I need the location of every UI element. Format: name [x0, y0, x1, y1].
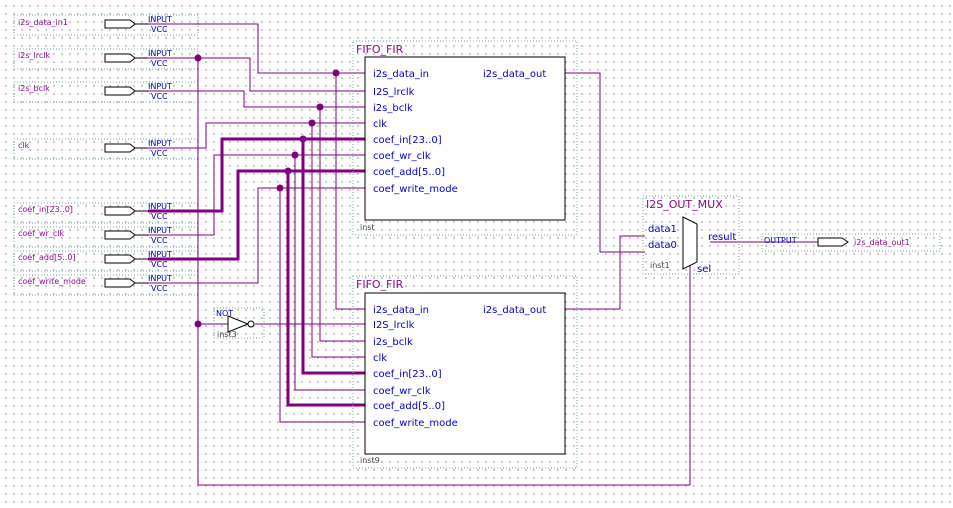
input-pin-name: coef_in[23..0] — [18, 205, 73, 214]
input-keyword: INPUT — [148, 202, 172, 211]
not-gate-inst3[interactable]: NOT inst3 — [213, 307, 265, 339]
input-pin-i2s-bclk[interactable]: i2s_bclk INPUT VCC — [13, 81, 199, 103]
port-sel: sel — [697, 264, 711, 275]
input-pin-coef-in[interactable]: coef_in[23..0] INPUT VCC — [13, 202, 199, 224]
instance-label: inst1 — [650, 261, 670, 270]
port-i2s-data-out: i2s_data_out — [483, 305, 546, 316]
input-pin-coef-write-mode[interactable]: coef_write_mode INPUT VCC — [13, 274, 199, 296]
vcc-keyword: VCC — [151, 236, 168, 245]
port-coef-in: coef_in[23..0] — [373, 369, 442, 380]
input-pin-name: clk — [18, 141, 30, 150]
input-keyword: INPUT — [148, 274, 172, 283]
port-i2s-data-in: i2s_data_in — [373, 305, 429, 316]
input-keyword: INPUT — [148, 250, 172, 259]
input-pin-clk[interactable]: clk INPUT VCC — [13, 138, 199, 160]
i2s-out-mux-inst1[interactable]: I2S_OUT_MUX data1 data0 result sel inst1 — [642, 195, 740, 275]
port-i2s-data-in: i2s_data_in — [373, 69, 429, 80]
port-i2s-bclk: i2s_bclk — [373, 337, 413, 348]
not-keyword: NOT — [216, 309, 233, 318]
port-data1: data1 — [648, 224, 677, 235]
port-i2s-bclk: i2s_bclk — [373, 103, 413, 114]
block-title: FIFO_FIR — [356, 43, 404, 56]
input-pin-i2s-data-in1[interactable]: i2s_data_in1 INPUT VCC — [13, 14, 199, 36]
input-pin-coef-add[interactable]: coef_add[5..0] INPUT VCC — [13, 250, 199, 272]
port-i2s-lrclk: I2S_lrclk — [373, 320, 415, 331]
input-pin-i2s-lrclk[interactable]: i2s_lrclk INPUT VCC — [13, 48, 199, 70]
input-pin-name: i2s_lrclk — [18, 51, 50, 60]
input-keyword: INPUT — [148, 82, 172, 91]
input-pin-name: coef_add[5..0] — [18, 253, 76, 262]
vcc-keyword: VCC — [151, 92, 168, 101]
input-keyword: INPUT — [148, 226, 172, 235]
junction-dots — [194, 54, 340, 328]
vcc-keyword: VCC — [151, 25, 168, 34]
input-keyword: INPUT — [148, 15, 172, 24]
output-pin-name: i2s_data_out1 — [854, 238, 910, 247]
input-pin-name: i2s_data_in1 — [18, 18, 68, 27]
input-pin-coef-wr-clk[interactable]: coef_wr_clk INPUT VCC — [13, 226, 199, 248]
port-coef-wr-clk: coef_wr_clk — [373, 151, 431, 162]
fifo-fir-block-inst[interactable]: FIFO_FIR i2s_data_in I2S_lrclk i2s_bclk … — [352, 40, 578, 236]
instance-label: inst — [360, 223, 375, 232]
port-coef-add: coef_add[5..0] — [373, 401, 445, 412]
bus-network — [148, 137, 365, 407]
vcc-keyword: VCC — [151, 59, 168, 68]
vcc-keyword: VCC — [151, 212, 168, 221]
vcc-keyword: VCC — [151, 149, 168, 158]
instance-label: inst9 — [360, 456, 380, 465]
instance-label: inst3 — [217, 330, 237, 339]
port-coef-wr-clk: coef_wr_clk — [373, 386, 431, 397]
port-i2s-data-out: i2s_data_out — [483, 69, 546, 80]
wire-network — [148, 23, 818, 486]
input-pin-name: coef_wr_clk — [18, 229, 64, 238]
input-pin-name: coef_write_mode — [18, 277, 86, 286]
output-keyword: OUTPUT — [764, 236, 797, 245]
port-clk: clk — [373, 353, 387, 364]
port-coef-write-mode: coef_write_mode — [373, 184, 458, 195]
port-result: result — [708, 232, 736, 243]
vcc-keyword: VCC — [151, 284, 168, 293]
vcc-keyword: VCC — [151, 260, 168, 269]
port-coef-write-mode: coef_write_mode — [373, 418, 458, 429]
input-keyword: INPUT — [148, 139, 172, 148]
mux-title: I2S_OUT_MUX — [646, 198, 723, 211]
port-clk: clk — [373, 119, 387, 130]
input-pin-name: i2s_bclk — [18, 84, 50, 93]
port-i2s-lrclk: I2S_lrclk — [373, 87, 415, 98]
port-coef-in: coef_in[23..0] — [373, 135, 442, 146]
port-data0: data0 — [648, 240, 677, 251]
block-title: FIFO_FIR — [356, 278, 404, 291]
port-coef-add: coef_add[5..0] — [373, 167, 445, 178]
input-keyword: INPUT — [148, 49, 172, 58]
output-pin-i2s-data-out1[interactable]: OUTPUT i2s_data_out1 — [761, 233, 941, 252]
fifo-fir-block-inst9[interactable]: FIFO_FIR i2s_data_in I2S_lrclk i2s_bclk … — [352, 275, 578, 469]
